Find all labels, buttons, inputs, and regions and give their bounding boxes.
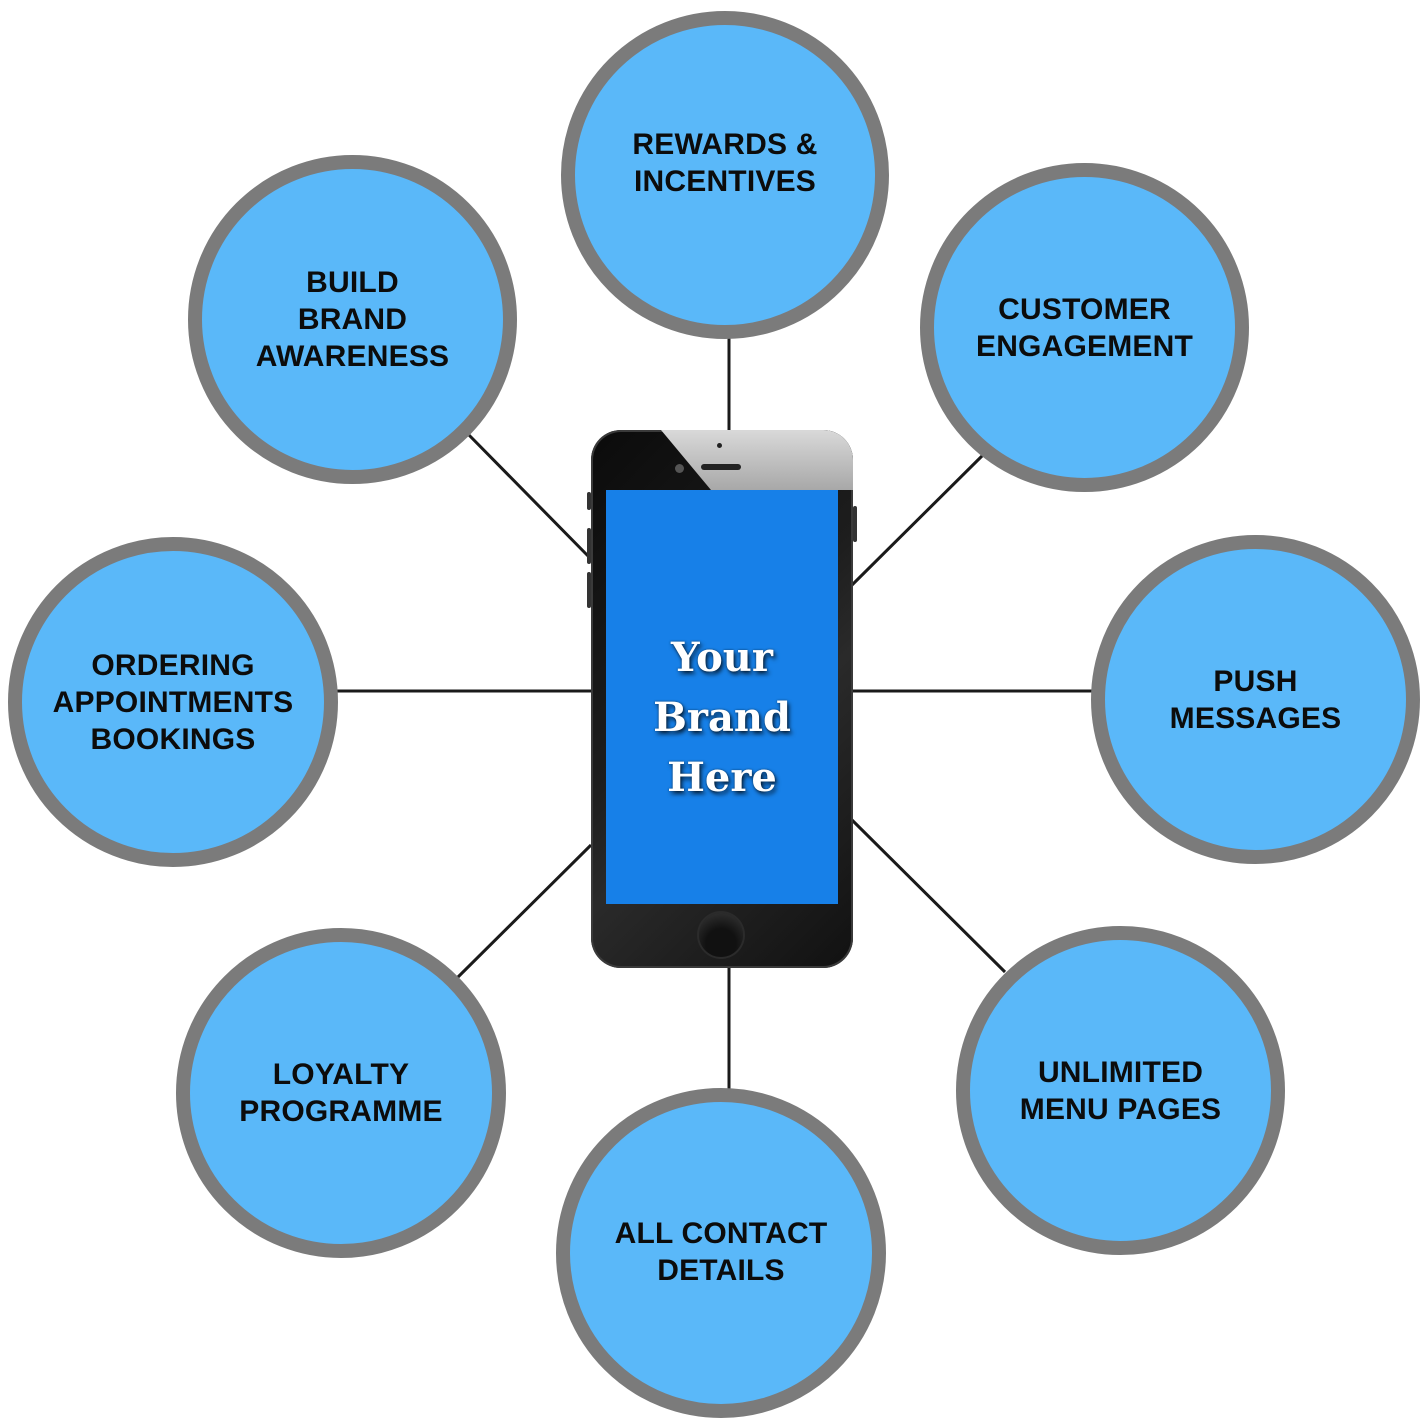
connector-loyalty [452, 843, 593, 983]
bubble-label: ORDERING APPOINTMENTS BOOKINGS [52, 648, 294, 756]
brand-placeholder-text: Your Brand Here [653, 634, 791, 801]
bubble-rewards-incentives: REWARDS & INCENTIVES [561, 11, 889, 339]
phone-power-button [853, 506, 857, 542]
bubble-customer-engagement: CUSTOMER ENGAGEMENT [920, 163, 1249, 492]
phone-front-camera [717, 443, 722, 448]
bubble-all-contact-details: ALL CONTACT DETAILS [556, 1088, 886, 1418]
bubble-loyalty-programme: LOYALTY PROGRAMME [176, 928, 506, 1258]
bubble-build-brand-awareness: BUILD BRAND AWARENESS [188, 155, 517, 484]
phone-glare [661, 430, 853, 490]
bubble-label: UNLIMITED MENU PAGES [1019, 1055, 1222, 1126]
connector-menu [850, 818, 1007, 974]
phone-volume-button [587, 528, 591, 564]
connector-customer [850, 450, 988, 587]
connector-brand [464, 430, 594, 562]
smartphone-illustration: Your Brand Here [587, 430, 857, 968]
bubble-label: ALL CONTACT DETAILS [614, 1217, 828, 1287]
bubble-label: REWARDS & INCENTIVES [632, 128, 818, 198]
bubble-push-messages: PUSH MESSAGES [1091, 535, 1420, 864]
bubble-ordering-appointments-bookings: ORDERING APPOINTMENTS BOOKINGS [8, 537, 338, 867]
phone-volume-button [587, 492, 591, 510]
phone-sensor [675, 464, 684, 473]
bubble-label: PUSH MESSAGES [1169, 664, 1342, 735]
phone-screen: Your Brand Here [606, 490, 838, 904]
bubble-label: BUILD BRAND AWARENESS [255, 266, 450, 373]
bubble-unlimited-menu-pages: UNLIMITED MENU PAGES [956, 926, 1285, 1255]
phone-home-button [699, 913, 743, 957]
phone-volume-button [587, 572, 591, 608]
bubble-label: CUSTOMER ENGAGEMENT [975, 292, 1193, 363]
bubble-label: LOYALTY PROGRAMME [239, 1058, 443, 1128]
phone-speaker [701, 464, 741, 470]
